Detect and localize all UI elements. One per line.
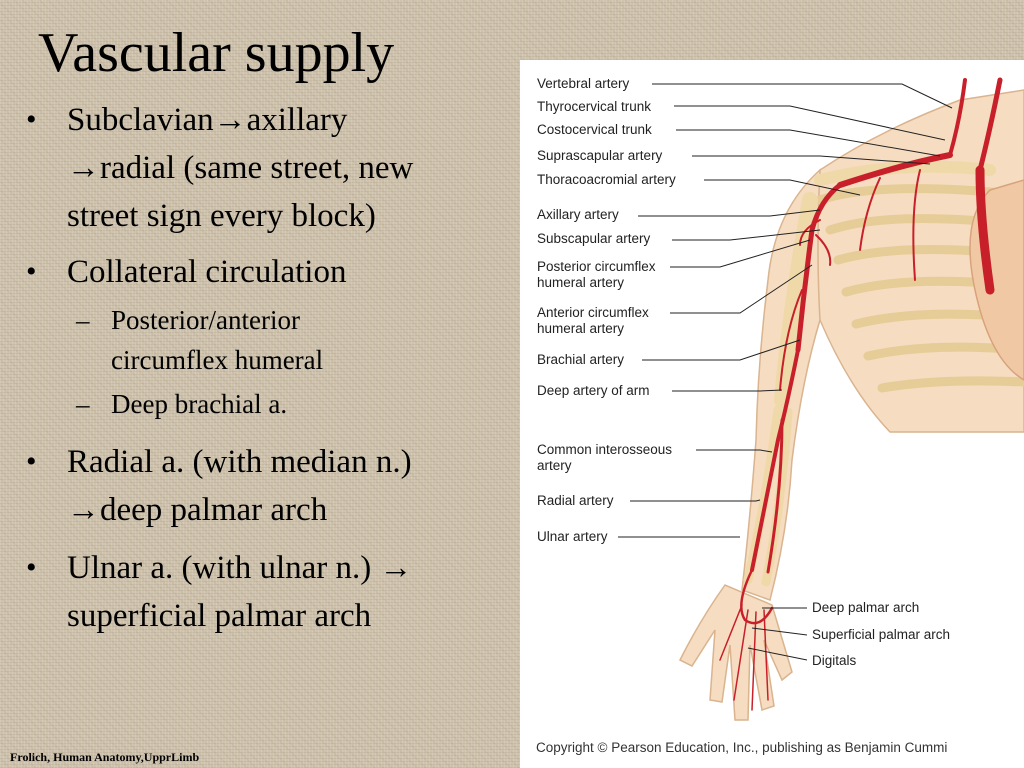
label-radial-artery: Radial artery — [537, 493, 614, 508]
slide-title: Vascular supply — [38, 22, 395, 84]
label-ulnar-artery: Ulnar artery — [537, 529, 608, 544]
bullet-ulnar: • Ulnar a. (with ulnar n.) → superficial… — [26, 544, 496, 640]
bullet-line: Subclavian→axillary — [67, 102, 348, 138]
label-digitals: Digitals — [812, 653, 857, 668]
bullet-line: superficial palmar arch — [67, 598, 372, 634]
label-thyrocervical-trunk: Thyrocervical trunk — [537, 99, 652, 114]
subbullet-circumflex: – Posterior/anterior circumflex humeral — [26, 300, 496, 380]
label-posterior-circumflex-line2: humeral artery — [537, 275, 625, 290]
arterial-tree — [719, 77, 1003, 711]
bullet-symbol: • — [26, 255, 37, 288]
label-deep-artery-of-arm: Deep artery of arm — [537, 383, 650, 398]
subbullet-line: circumflex humeral — [111, 345, 324, 375]
label-common-interosseous-line2: artery — [537, 458, 572, 473]
bullet-line: →deep palmar arch — [67, 492, 328, 528]
bullet-symbol: • — [26, 103, 37, 136]
label-axillary-artery: Axillary artery — [537, 207, 619, 222]
copyright-notice: Copyright © Pearson Education, Inc., pub… — [536, 740, 948, 755]
bullet-symbol: • — [26, 551, 37, 584]
bullet-symbol: • — [26, 445, 37, 478]
label-subscapular-artery: Subscapular artery — [537, 231, 651, 246]
label-suprascapular-artery: Suprascapular artery — [537, 148, 663, 163]
label-superficial-palmar-arch: Superficial palmar arch — [812, 627, 951, 642]
label-anterior-circumflex-line2: humeral artery — [537, 321, 625, 336]
subbullet-symbol: – — [76, 305, 90, 335]
slide-footer: Frolich, Human Anatomy,UpprLimb — [10, 750, 200, 764]
label-brachial-artery: Brachial artery — [537, 352, 625, 367]
label-vertebral-artery: Vertebral artery — [537, 76, 630, 91]
label-leader-lines — [618, 83, 953, 661]
subbullet-line: Deep brachial a. — [111, 389, 288, 419]
subbullet-line: Posterior/anterior — [111, 305, 300, 335]
bullet-collateral: • Collateral circulation — [26, 248, 496, 296]
hand-shape — [678, 584, 793, 721]
subbullet-deep-brachial: – Deep brachial a. — [26, 384, 496, 424]
bullet-subclavian: • Subclavian→axillary →radial (same stre… — [26, 96, 496, 240]
label-posterior-circumflex: Posterior circumflex — [537, 259, 656, 274]
bullet-line: Ulnar a. (with ulnar n.) → — [67, 550, 413, 586]
bullet-line: Collateral circulation — [67, 254, 347, 290]
bullet-line: →radial (same street, new — [67, 150, 414, 186]
label-common-interosseous: Common interosseous — [537, 442, 673, 457]
arm-artery-illustration: Vertebral artery Thyrocervical trunk Cos… — [520, 60, 1024, 768]
bullet-line: Radial a. (with median n.) — [67, 444, 412, 480]
label-anterior-circumflex: Anterior circumflex — [537, 305, 649, 320]
label-deep-palmar-arch: Deep palmar arch — [812, 600, 920, 615]
humerus — [774, 192, 818, 408]
bullet-line: street sign every block) — [67, 198, 376, 234]
bullet-list: • Subclavian→axillary →radial (same stre… — [26, 96, 496, 640]
subbullet-symbol: – — [76, 389, 90, 419]
label-costocervical-trunk: Costocervical trunk — [537, 122, 652, 137]
label-thoracoacromial-artery: Thoracoacromial artery — [537, 172, 676, 187]
bullet-radial: • Radial a. (with median n.) →deep palma… — [26, 438, 496, 534]
anatomy-drawing — [618, 77, 1024, 721]
